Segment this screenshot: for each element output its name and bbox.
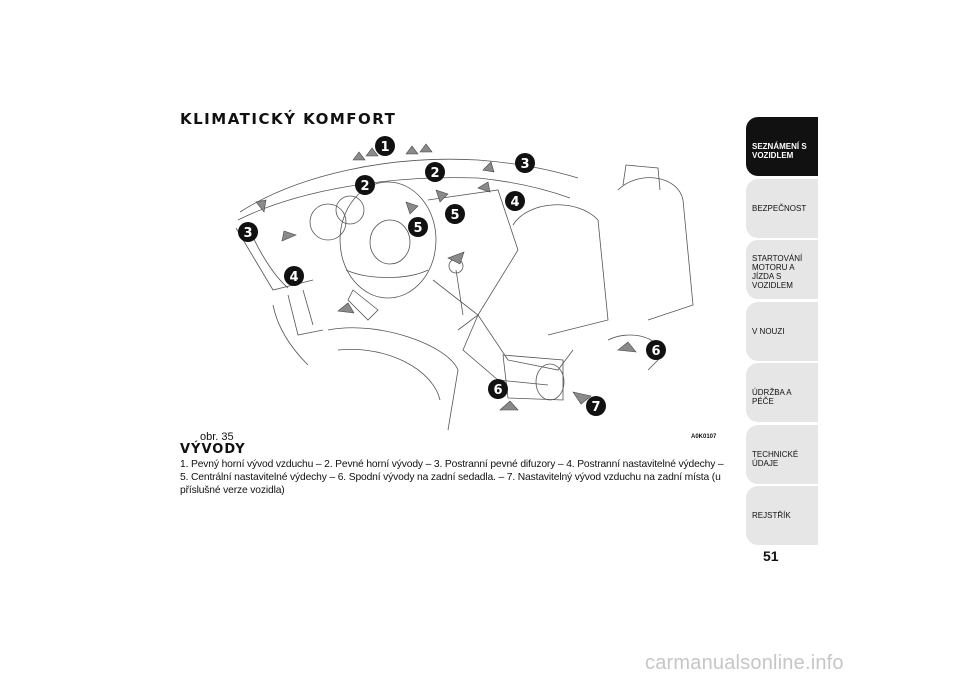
section-title: KLIMATICKÝ KOMFORT [180, 110, 397, 128]
tab-rejstrik[interactable]: REJSTŘÍK [746, 486, 818, 545]
callout-4a: 4 [289, 270, 298, 285]
callout-2b: 2 [430, 166, 439, 181]
callout-4b: 4 [510, 195, 519, 210]
tab-udrzba-a-pece[interactable]: ÚDRŽBA A PÉČE [746, 363, 818, 422]
callout-5b: 5 [450, 208, 459, 223]
tab-startovani-motoru[interactable]: STARTOVÁNÍ MOTORU A JÍZDA S VOZIDLEM [746, 240, 818, 299]
tab-seznameni-s-vozidlem[interactable]: SEZNÁMENÍ S VOZIDLEM [746, 117, 818, 176]
figure-legend: 1. Pevný horní vývod vzduchu – 2. Pevné … [180, 459, 724, 496]
chapter-sidebar: SEZNÁMENÍ S VOZIDLEM BEZPEČNOST STARTOVÁ… [746, 117, 818, 548]
callout-3b: 3 [243, 226, 252, 241]
tab-v-nouzi[interactable]: V NOUZI [746, 301, 818, 361]
page-number: 51 [763, 548, 779, 564]
subsection-title: VÝVODY [180, 442, 246, 457]
tab-bezpecnost[interactable]: BEZPEČNOST [746, 178, 818, 238]
dashboard-vents-figure: 1 2 2 3 3 4 4 5 5 6 6 7 [178, 130, 723, 435]
callout-1: 1 [380, 140, 389, 155]
airflow-arrows [255, 143, 637, 411]
figure-callouts: 1 2 2 3 3 4 4 5 5 6 6 7 [238, 136, 666, 416]
callout-6a: 6 [651, 344, 660, 359]
callout-3a: 3 [520, 157, 529, 172]
figure-code: A0K0107 [691, 434, 717, 440]
callout-7: 7 [591, 400, 600, 415]
watermark: carmanualsonline.info [645, 652, 844, 674]
dashboard-illustration: 1 2 2 3 3 4 4 5 5 6 6 7 [235, 136, 694, 431]
line-art [235, 158, 694, 431]
callout-6b: 6 [493, 383, 502, 398]
figure-caption: obr. 35 [200, 431, 234, 443]
callout-2a: 2 [360, 179, 369, 194]
callout-5a: 5 [413, 221, 422, 236]
tab-technicke-udaje[interactable]: TECHNICKÉ ÚDAJE [746, 424, 818, 484]
